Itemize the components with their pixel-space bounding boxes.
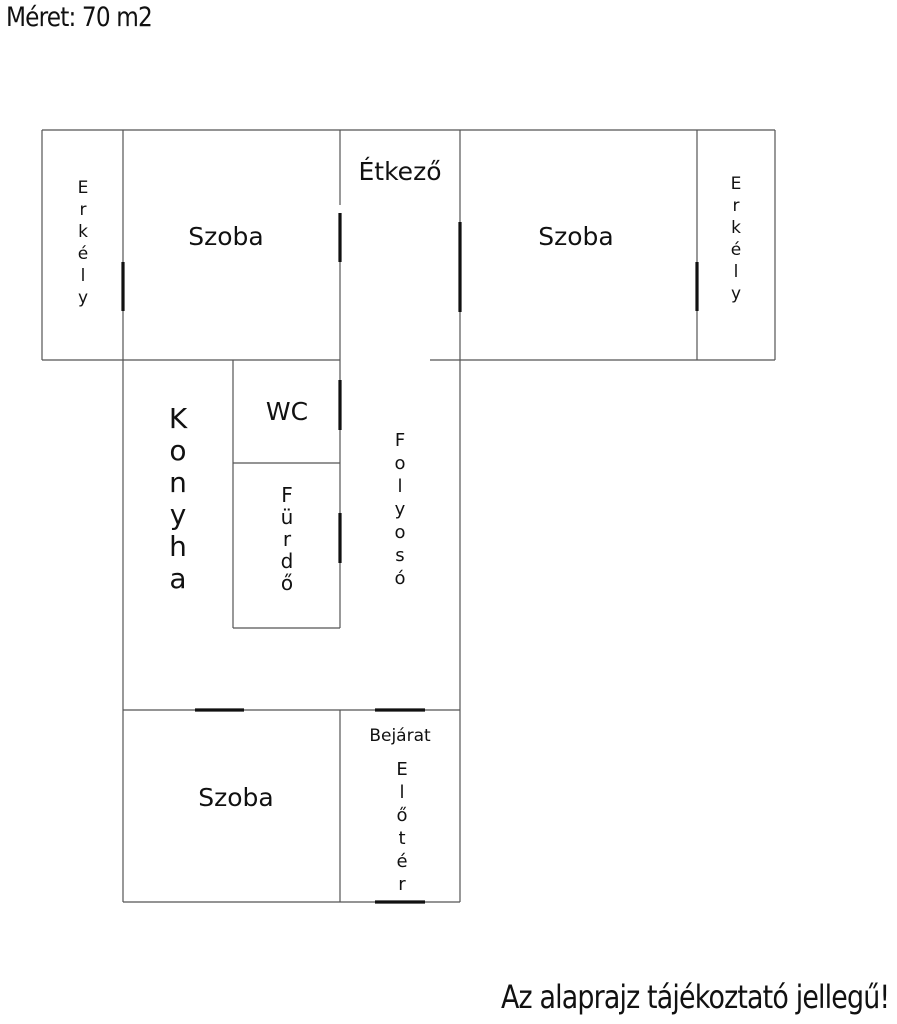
doors xyxy=(121,213,699,904)
label-room-left: Szoba xyxy=(188,222,263,251)
label-entrance: Bejárat xyxy=(369,726,431,746)
label-room-bottom: Szoba xyxy=(198,783,273,812)
label-wc: WC xyxy=(266,397,308,426)
disclaimer-note: Az alaprajz tájékoztató jellegű! xyxy=(500,978,890,1016)
floor-area-title: Méret: 70 m2 xyxy=(6,2,153,33)
walls xyxy=(41,129,776,903)
label-dining: Étkező xyxy=(359,157,442,186)
label-room-right: Szoba xyxy=(538,222,613,251)
